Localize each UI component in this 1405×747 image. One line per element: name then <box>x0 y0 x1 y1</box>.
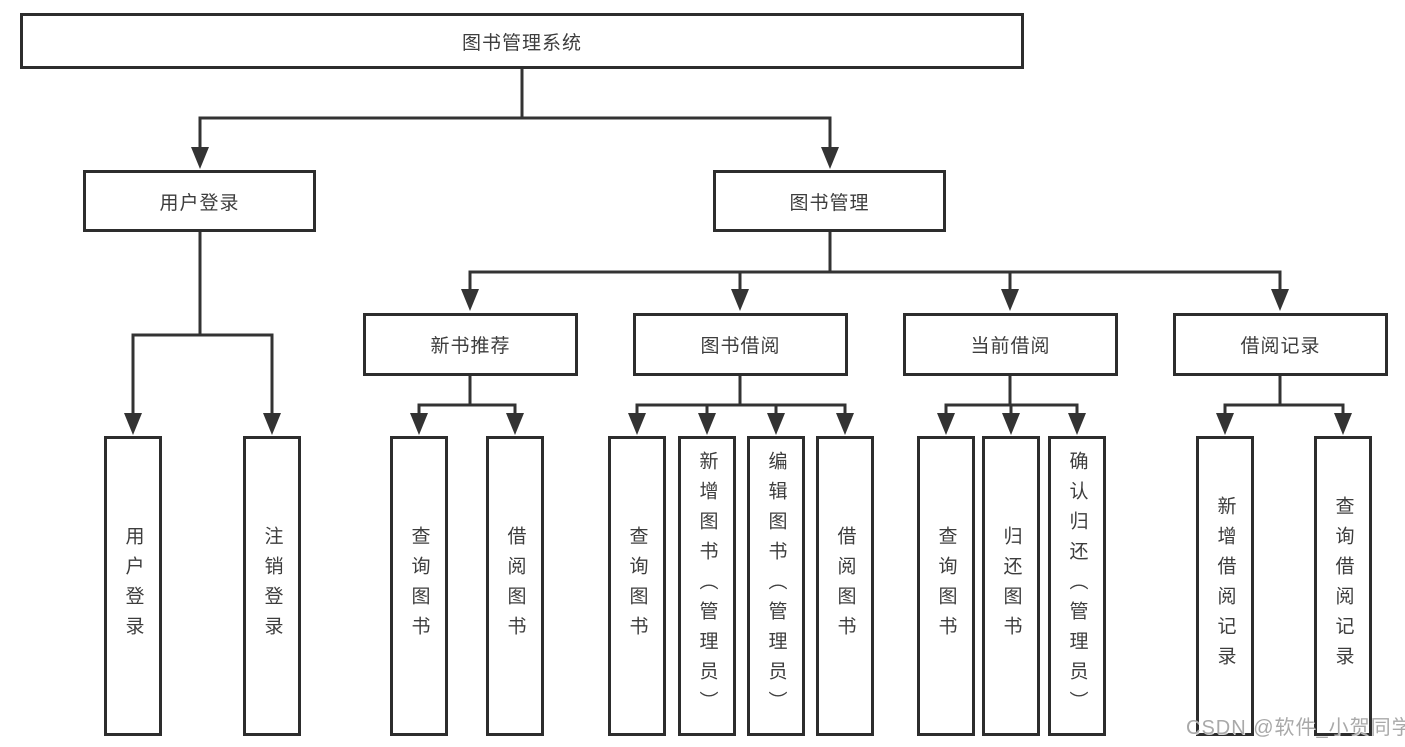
leaf-current-confirm: 确认归还（管理员） <box>1048 436 1106 736</box>
leaf-login-user: 用户登录 <box>104 436 162 736</box>
node-borrow-records-label: 借阅记录 <box>1240 336 1321 357</box>
node-user-login: 用户登录 <box>83 170 316 232</box>
leaf-login-logout: 注销登录 <box>243 436 301 736</box>
node-new-book-recommend-label: 新书推荐 <box>430 336 511 357</box>
node-book-management-label: 图书管理 <box>789 192 870 214</box>
node-current-borrow: 当前借阅 <box>903 313 1118 376</box>
leaf-records-add: 新增借阅记录 <box>1196 436 1254 736</box>
leaf-current-return: 归还图书 <box>982 436 1040 736</box>
leaf-borrow-edit-label: 编辑图书（管理员） <box>765 451 787 721</box>
leaf-recommend-borrow: 借阅图书 <box>486 436 544 736</box>
leaf-current-confirm-label: 确认归还（管理员） <box>1066 451 1088 721</box>
tree-edges <box>131 69 1345 414</box>
leaf-records-query-label: 查询借阅记录 <box>1332 496 1354 676</box>
node-user-login-label: 用户登录 <box>159 192 240 214</box>
leaf-current-return-label: 归还图书 <box>1000 526 1022 646</box>
leaf-recommend-query: 查询图书 <box>390 436 448 736</box>
leaf-current-query: 查询图书 <box>917 436 975 736</box>
leaf-records-query: 查询借阅记录 <box>1314 436 1372 736</box>
leaf-records-add-label: 新增借阅记录 <box>1214 496 1236 676</box>
leaf-borrow-query-label: 查询图书 <box>626 526 648 646</box>
leaf-borrow-query: 查询图书 <box>608 436 666 736</box>
leaf-borrow-add-label: 新增图书（管理员） <box>696 451 718 721</box>
leaf-borrow-borrow: 借阅图书 <box>816 436 874 736</box>
leaf-borrow-add: 新增图书（管理员） <box>678 436 736 736</box>
node-new-book-recommend: 新书推荐 <box>363 313 578 376</box>
node-current-borrow-label: 当前借阅 <box>970 336 1051 357</box>
leaf-recommend-query-label: 查询图书 <box>408 526 430 646</box>
csdn-watermark: CSDN @软件_小贺同学 <box>1186 717 1405 739</box>
leaf-login-logout-label: 注销登录 <box>261 526 283 646</box>
leaf-borrow-edit: 编辑图书（管理员） <box>747 436 805 736</box>
node-root: 图书管理系统 <box>20 13 1024 69</box>
leaf-borrow-borrow-label: 借阅图书 <box>834 526 856 646</box>
node-book-borrow-label: 图书借阅 <box>700 336 781 357</box>
node-borrow-records: 借阅记录 <box>1173 313 1388 376</box>
node-root-label: 图书管理系统 <box>461 32 582 54</box>
arrow-icons <box>124 147 1352 435</box>
leaf-login-user-label: 用户登录 <box>122 526 144 646</box>
leaf-recommend-borrow-label: 借阅图书 <box>504 526 526 646</box>
leaf-current-query-label: 查询图书 <box>935 526 957 646</box>
node-book-borrow: 图书借阅 <box>633 313 848 376</box>
node-book-management: 图书管理 <box>713 170 946 232</box>
